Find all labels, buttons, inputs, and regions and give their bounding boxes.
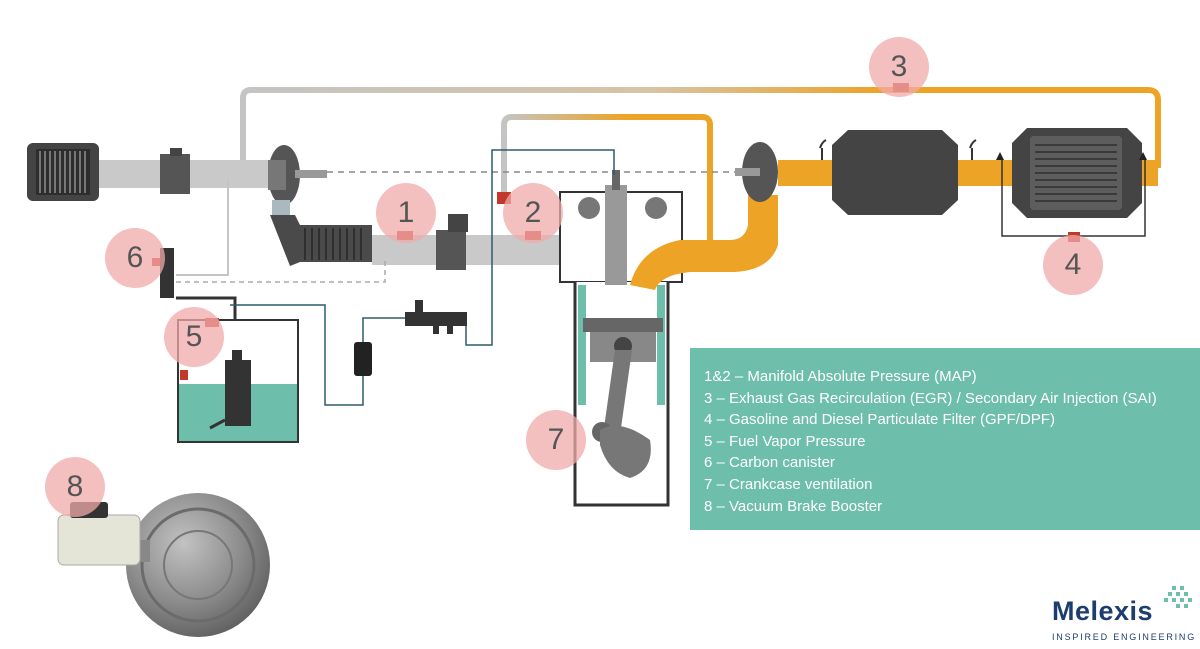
catalytic-converter [832,130,958,215]
melexis-logo: Melexis INSPIRED ENGINEERING [1040,586,1200,646]
legend-item-fuel-vapor: 5 – Fuel Vapor Pressure [704,432,866,450]
sensor-marker-7: 7 [526,410,586,470]
legend-item-gpf-dpf: 4 – Gasoline and Diesel Particulate Filt… [704,411,1055,429]
intercooler [270,215,372,266]
exhaust-manifold [630,195,778,290]
sensor-marker-5: 5 [164,307,224,367]
sensor-marker-4: 4 [1043,235,1103,295]
fuel-rail [405,300,467,334]
turbo-turbine [735,142,778,202]
intake-pipe [99,148,279,194]
sensor-marker-3: 3 [869,37,929,97]
purge-valve [354,342,372,376]
legend-box: 1&2 – Manifold Absolute Pressure (MAP) 3… [690,348,1200,530]
legend-item-carbon-canister: 6 – Carbon canister [704,454,835,472]
sensor-marker-2: 2 [503,183,563,243]
logo-tagline: INSPIRED ENGINEERING [1052,632,1197,642]
logo-wordmark: Melexis [1052,596,1154,626]
sensor-marker-6: 6 [105,228,165,288]
air-filter [27,143,99,201]
turbo-compressor [268,145,327,220]
internal-egr-pipe [501,114,713,245]
piston-and-crank [583,318,663,478]
egr-pipe [240,87,1161,168]
brake-booster [57,493,270,637]
legend-item-brake-booster: 8 – Vacuum Brake Booster [704,497,883,515]
particulate-filter [1012,128,1142,218]
sensor-marker-1: 1 [376,183,436,243]
logo-dots-icon [1164,586,1192,608]
legend-item-egr: 3 – Exhaust Gas Recirculation (EGR) / Se… [704,389,1157,407]
exhaust-probes [819,139,977,160]
legend-item-map: 1&2 – Manifold Absolute Pressure (MAP) [704,368,977,385]
legend-item-crankcase: 7 – Crankcase ventilation [704,475,873,493]
sensor-marker-8: 8 [45,457,105,517]
purge-lines [176,149,615,406]
